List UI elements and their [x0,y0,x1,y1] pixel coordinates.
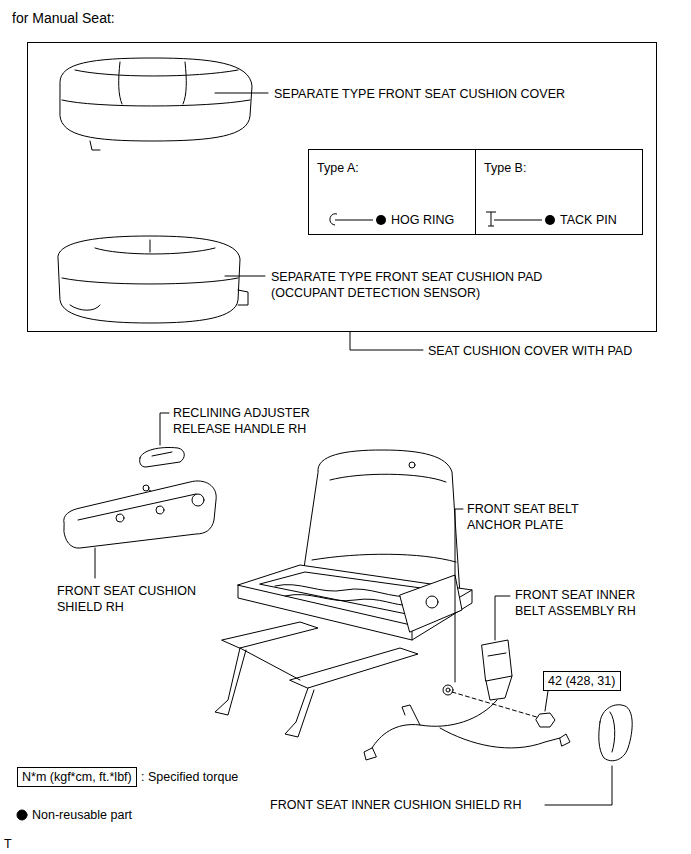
fastener-type-cell: Type A: HOG RING [308,149,476,235]
type-heading: Type A: [317,160,359,176]
fastener-type-cell: Type B: TACK PIN [475,149,643,235]
part-name: FRONT SEAT BELT ANCHOR PLATE [467,501,592,533]
type-heading: Type B: [484,160,526,176]
part-name: FRONT SEAT INNER BELT ASSEMBLY RH [515,587,665,619]
part-name: RECLINING ADJUSTER RELEASE HANDLE RH [173,405,323,437]
legend-dot [17,810,27,820]
parts-group-box: SEPARATE TYPE FRONT SEAT CUSHION COVER SE… [27,42,657,332]
figure-code: T [4,836,12,852]
torque-unit: N*m (kgf*cm, ft.*lbf) [22,769,132,785]
torque-unit-box: N*m (kgf*cm, ft.*lbf) [17,767,137,787]
torque-value: 42 (428, 31) [548,673,615,689]
assembly-name: SEAT CUSHION COVER WITH PAD [428,343,632,359]
page-title: for Manual Seat: [12,10,115,26]
part-name: FRONT SEAT CUSHION SHIELD RH [57,583,217,615]
part-name: SEPARATE TYPE FRONT SEAT CUSHION COVER [274,86,565,102]
legend-text: Non-reusable part [32,807,132,823]
fastener-name: HOG RING [391,212,454,228]
part-name: SEPARATE TYPE FRONT SEAT CUSHION PAD (OC… [271,269,601,301]
fastener-name: TACK PIN [560,212,617,228]
legend-text: : Specified torque [141,769,238,785]
part-name: FRONT SEAT INNER CUSHION SHIELD RH [270,797,521,813]
torque-box: 42 (428, 31) [543,671,621,691]
